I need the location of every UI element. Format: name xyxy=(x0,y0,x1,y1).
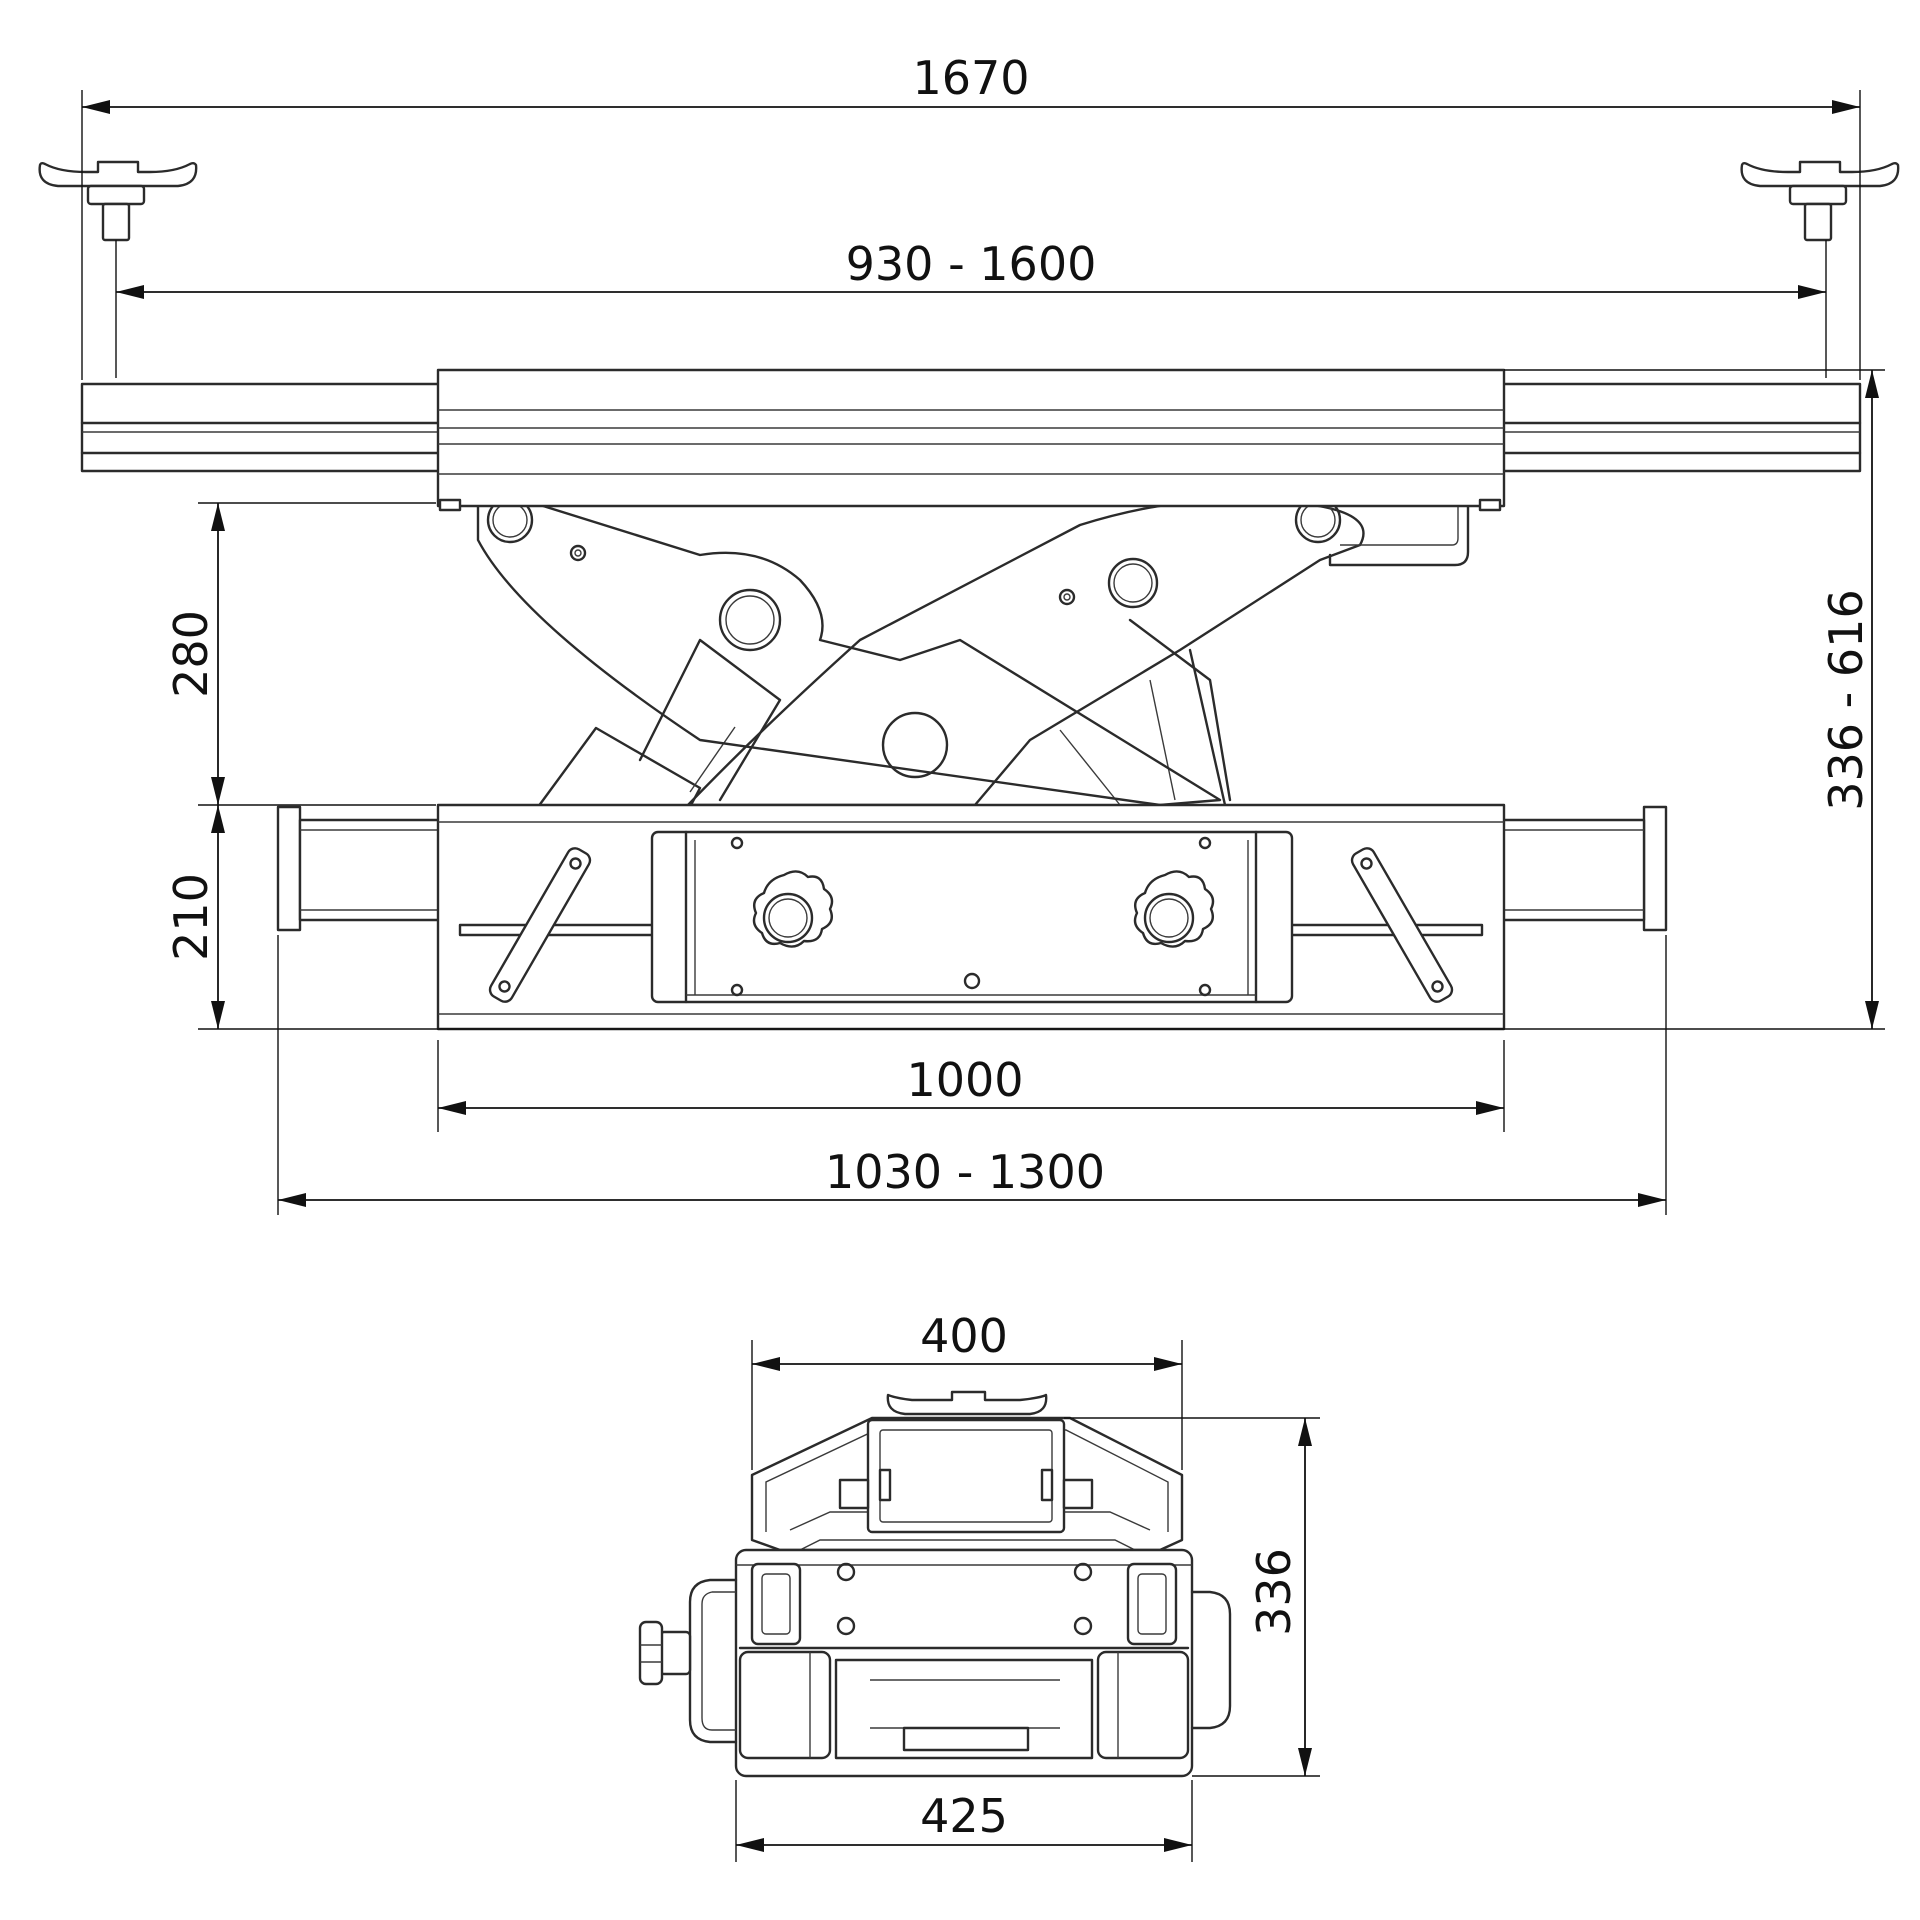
saddle-pad-right xyxy=(1740,160,1900,242)
dim-end-height: 336 xyxy=(1247,1548,1301,1636)
dim-base-length: 1000 xyxy=(906,1053,1023,1107)
dimension-lines xyxy=(82,100,1879,1207)
dim-scissor-height: 280 xyxy=(164,610,218,698)
front-view: 1670 930 - 1600 280 210 336 - 616 1000 1… xyxy=(38,51,1900,1215)
dim-end-top-width: 400 xyxy=(920,1309,1008,1363)
dim-base-height: 210 xyxy=(164,873,218,961)
base-frame xyxy=(276,803,1668,1031)
dim-end-base-width: 425 xyxy=(920,1789,1008,1843)
end-view: 400 336 425 xyxy=(638,1309,1320,1862)
dim-base-extended-length: 1030 - 1300 xyxy=(825,1145,1105,1199)
upper-beam xyxy=(80,368,1862,512)
extension-lines xyxy=(81,90,1885,1215)
dim-saddle-span: 930 - 1600 xyxy=(846,237,1097,291)
scissor-mechanism xyxy=(476,496,1470,809)
dim-total-height: 336 - 616 xyxy=(1819,589,1873,810)
saddle-pad-left xyxy=(38,160,198,242)
dim-overall-width: 1670 xyxy=(912,51,1029,105)
